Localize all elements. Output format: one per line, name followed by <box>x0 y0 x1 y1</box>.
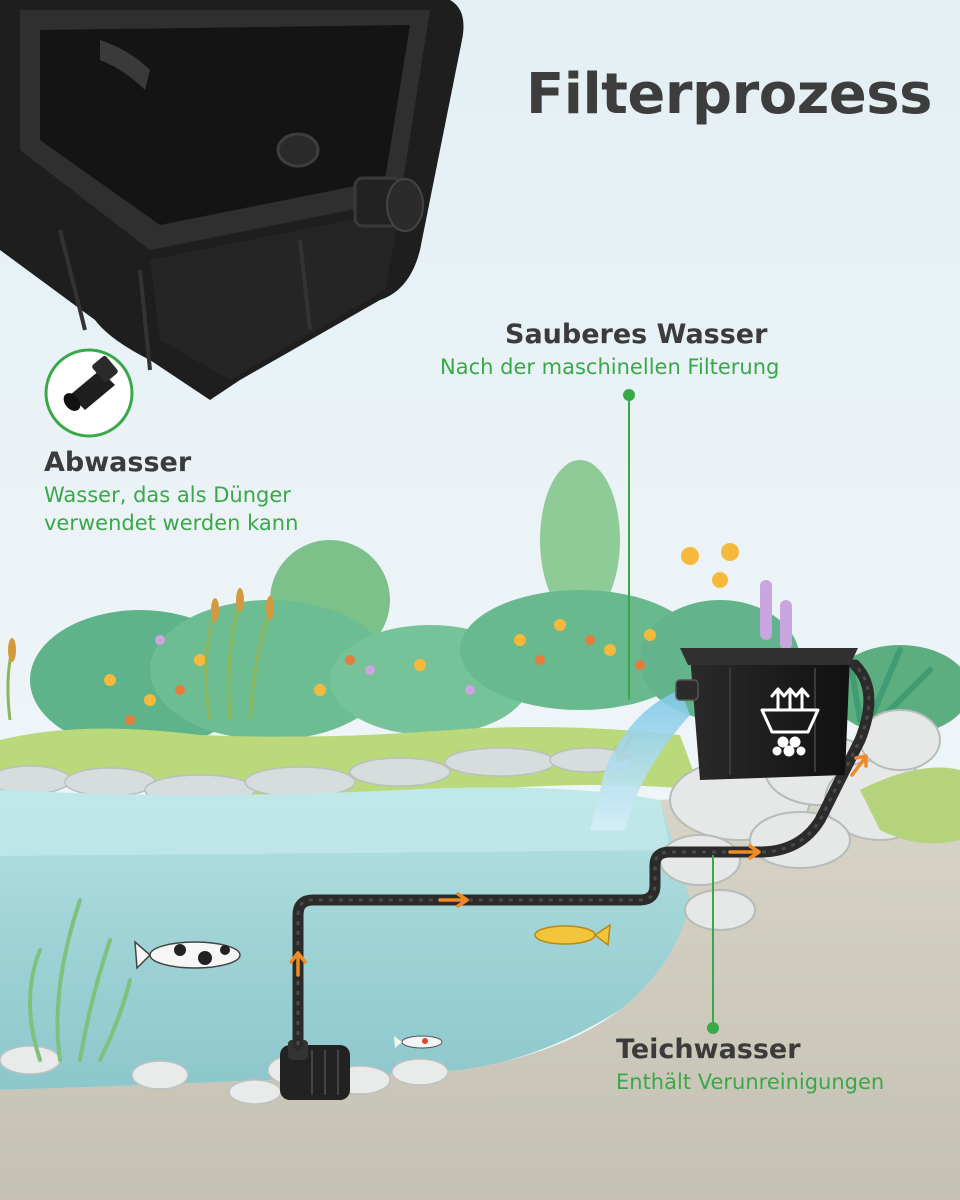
waste-water-subtitle-line1: Wasser, das als Dünger <box>44 483 291 507</box>
pump <box>280 1040 350 1100</box>
clean-water-marker <box>623 389 635 401</box>
flow-arrow-right-2 <box>728 844 761 860</box>
pond-water-subtitle: Enthält Verunreinigungen <box>616 1070 885 1094</box>
filter-media-icon <box>760 687 820 757</box>
flow-arrow-up <box>289 951 307 977</box>
waste-water-heading: Abwasser <box>44 447 192 478</box>
page-title: Filterprozess <box>526 62 932 127</box>
filter-box-small <box>675 648 858 780</box>
clean-water-stream <box>590 690 690 830</box>
flow-arrow-right-1 <box>438 892 469 908</box>
outlet-nozzle-icon <box>44 348 134 438</box>
clean-water-heading: Sauberes Wasser <box>505 319 768 350</box>
pond-water-heading: Teichwasser <box>616 1034 801 1065</box>
clean-water-subtitle: Nach der maschinellen Filterung <box>440 355 780 379</box>
koi-fish-gold <box>534 923 611 947</box>
filter-box-large <box>0 0 464 400</box>
stone-edge <box>0 747 631 806</box>
pond-water <box>0 787 694 1090</box>
pond-water-marker <box>707 1022 719 1034</box>
koi-fish-white <box>134 940 241 970</box>
flow-arrow-up-right <box>850 754 868 777</box>
water-plants <box>28 898 132 1062</box>
koi-fish-small <box>394 1035 443 1049</box>
leader-lines <box>628 395 714 1028</box>
waste-water-subtitle-line2: verwendet werden kann <box>44 511 299 535</box>
